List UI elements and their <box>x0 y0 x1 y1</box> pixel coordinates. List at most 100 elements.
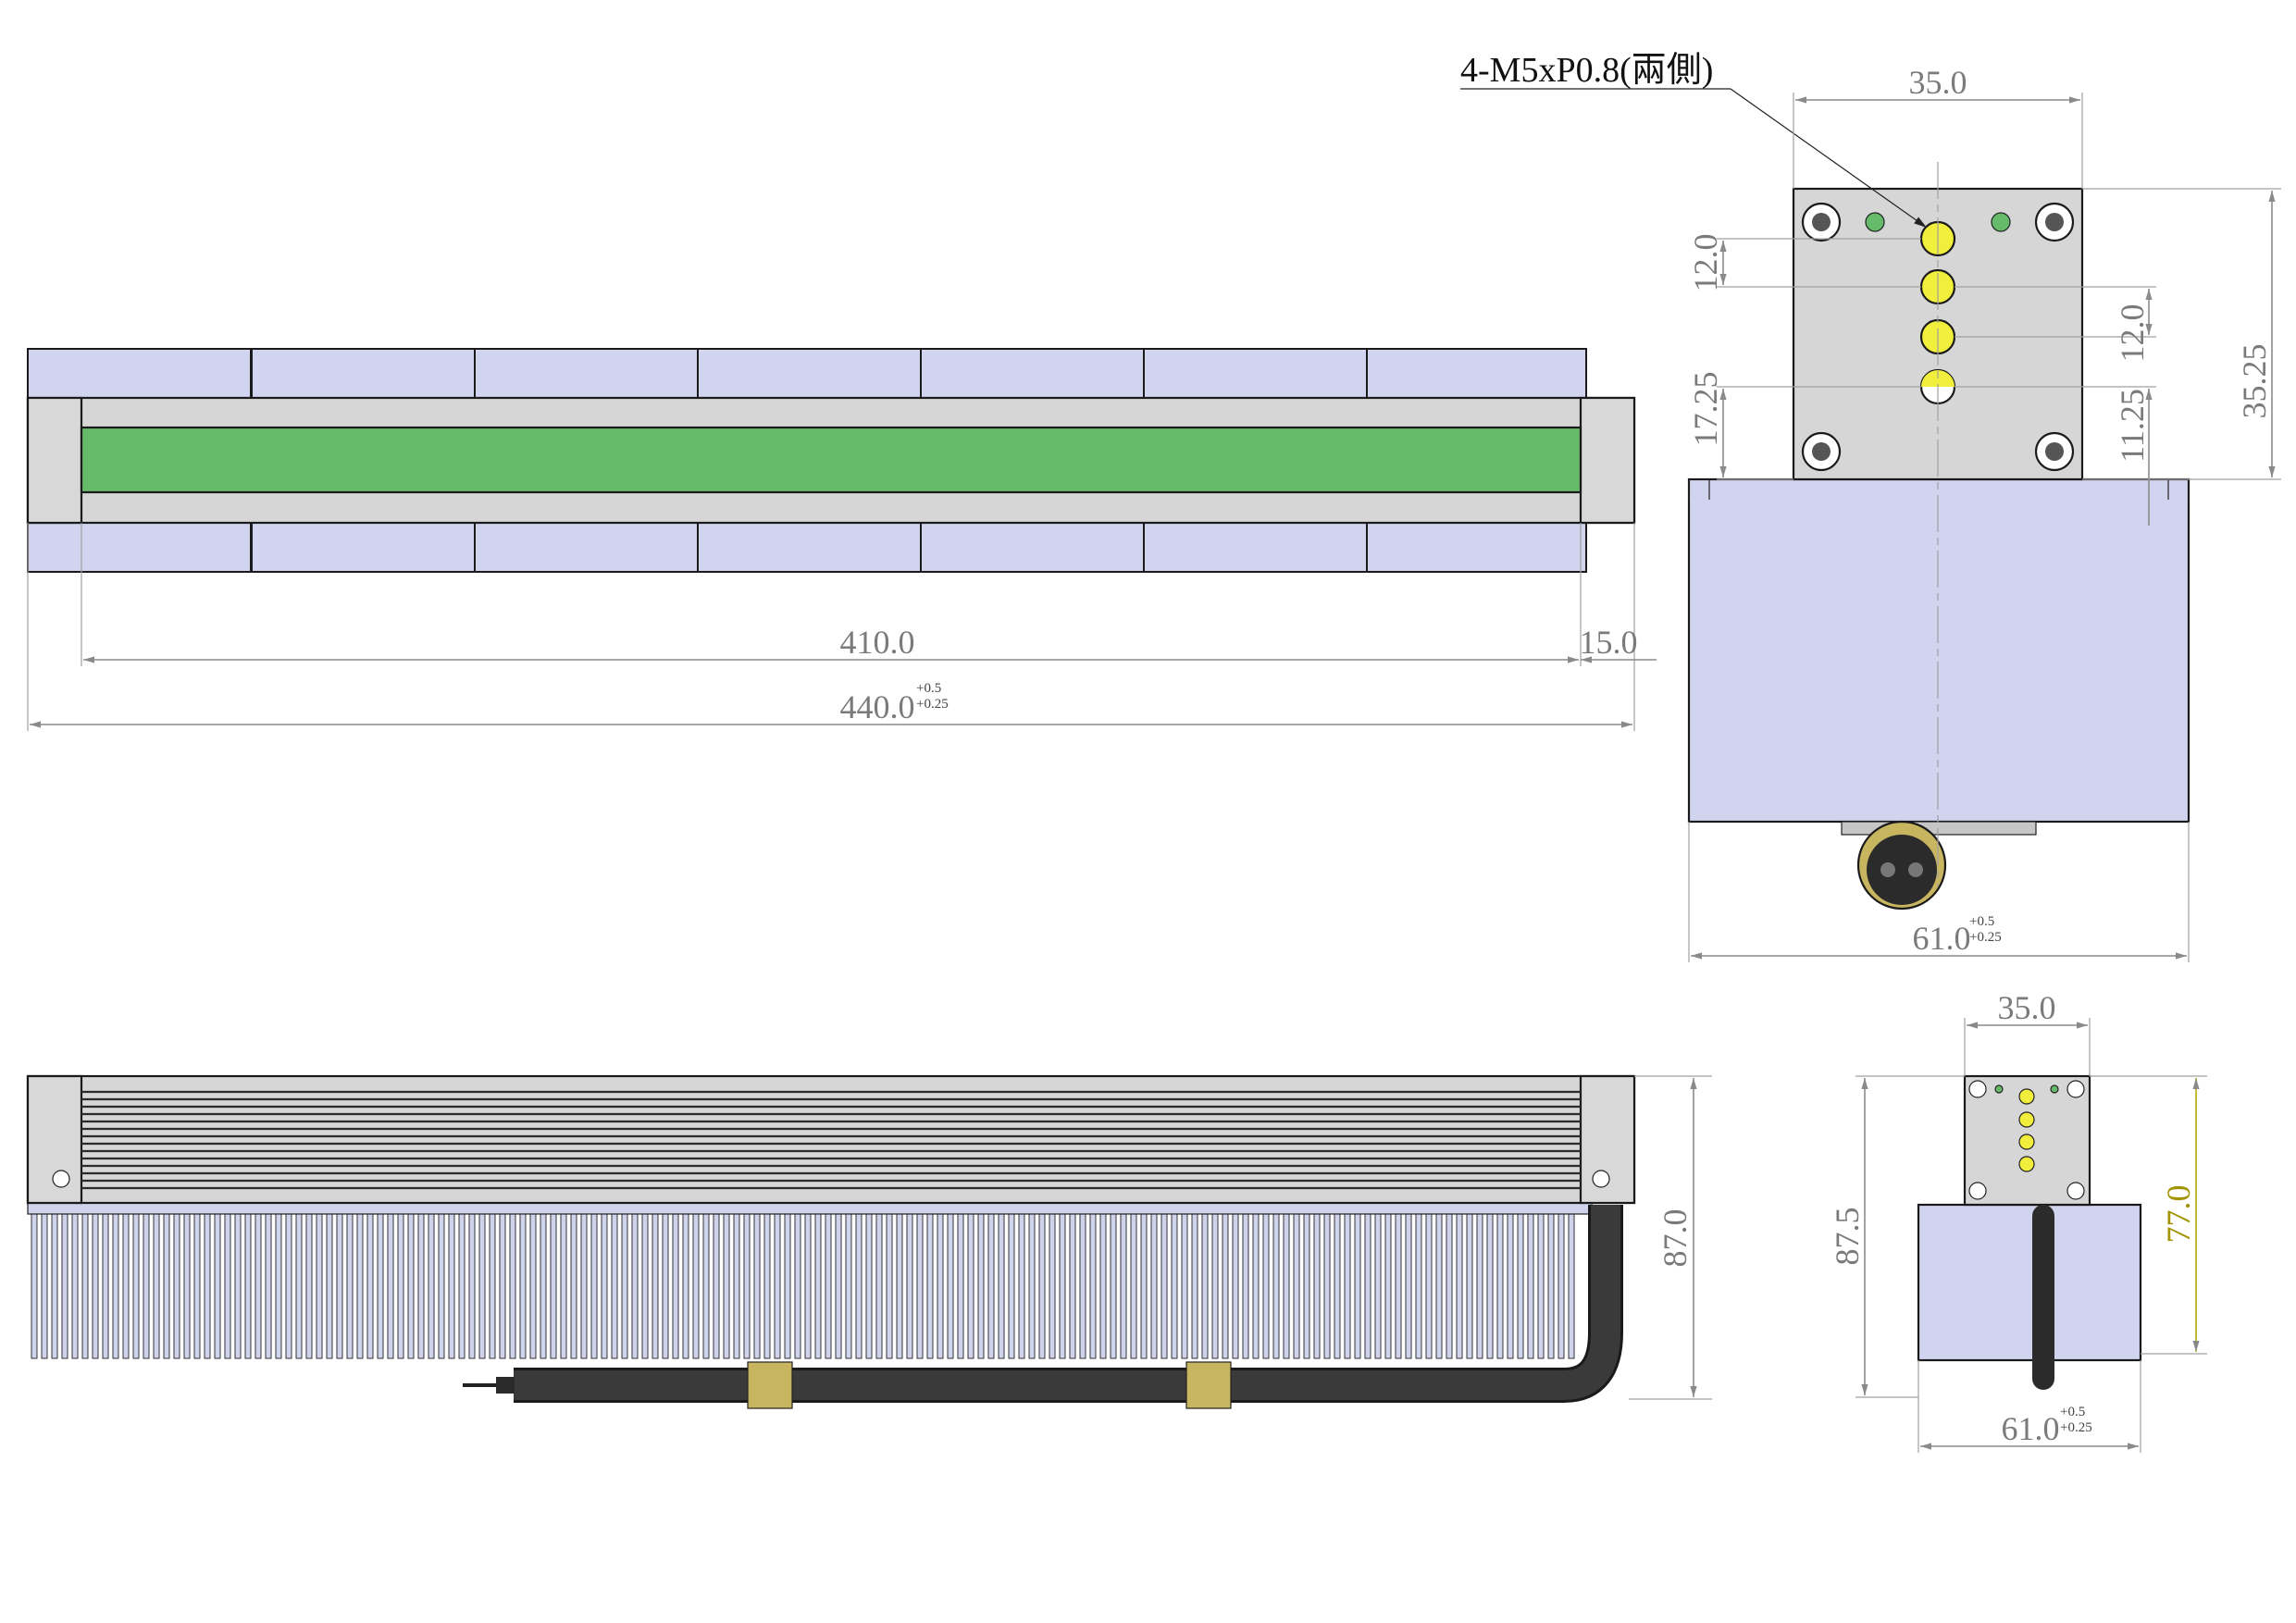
fin <box>1303 1213 1310 1359</box>
fin <box>1252 1213 1260 1359</box>
fin <box>804 1213 812 1359</box>
fin <box>560 1213 567 1359</box>
fin <box>1486 1213 1494 1359</box>
tol-minus-61: +0.25 <box>1969 930 2002 945</box>
fin <box>346 1213 354 1359</box>
fin <box>937 1213 944 1359</box>
fin <box>845 1213 852 1359</box>
fin <box>254 1213 262 1359</box>
fin <box>692 1213 700 1359</box>
fin <box>448 1213 455 1359</box>
fin <box>713 1213 720 1359</box>
fin <box>204 1213 211 1359</box>
heatsink-fins <box>31 1213 1575 1359</box>
fin <box>356 1213 364 1359</box>
fin <box>1079 1213 1086 1359</box>
tol-minus: +0.25 <box>916 697 949 712</box>
fin <box>1262 1213 1270 1359</box>
lamp-module <box>1143 348 1368 399</box>
fin <box>835 1213 842 1359</box>
fin <box>193 1213 201 1359</box>
fin <box>295 1213 303 1359</box>
led-window <box>80 426 1582 494</box>
fin <box>855 1213 863 1359</box>
fin <box>1374 1213 1382 1359</box>
fin <box>550 1213 557 1359</box>
fin <box>275 1213 282 1359</box>
fin <box>652 1213 659 1359</box>
screw-left <box>52 1170 70 1188</box>
right-end-cap <box>1579 396 1636 525</box>
fin <box>1354 1213 1361 1359</box>
lamp-module <box>697 522 922 573</box>
dim-17-25: 17.25 <box>1687 372 1724 447</box>
fin <box>1059 1213 1066 1359</box>
left-end-cap <box>26 396 83 525</box>
screw-right <box>1592 1170 1610 1188</box>
fin <box>468 1213 476 1359</box>
fin <box>1334 1213 1341 1359</box>
lamp-module <box>1143 522 1368 573</box>
top-view: 410.0 15.0 440.0 +0.5 +0.25 <box>26 348 1657 731</box>
dim-440: 440.0 <box>840 688 915 725</box>
fin <box>1405 1213 1412 1359</box>
dim-15: 15.0 <box>1580 624 1638 661</box>
fin <box>1395 1213 1402 1359</box>
fin <box>875 1213 883 1359</box>
fin <box>377 1213 384 1359</box>
cable-clip-2 <box>1185 1361 1232 1409</box>
fin <box>1120 1213 1127 1359</box>
fin <box>1222 1213 1229 1359</box>
fin <box>458 1213 465 1359</box>
cable-clip-1 <box>747 1361 793 1409</box>
lamp-modules-upper <box>27 348 1587 399</box>
small-housing <box>1917 1203 2142 1362</box>
fin <box>1018 1213 1025 1359</box>
lamp-module <box>474 522 699 573</box>
fin <box>1496 1213 1504 1359</box>
lamp-module <box>27 348 252 399</box>
dim-87: 87.0 <box>1657 1209 1694 1268</box>
fin <box>886 1213 893 1359</box>
fin <box>1283 1213 1290 1359</box>
fin <box>814 1213 822 1359</box>
fin <box>743 1213 751 1359</box>
fin <box>540 1213 547 1359</box>
small-cable <box>2032 1205 2054 1390</box>
fin <box>1537 1213 1545 1359</box>
housing-tabs <box>1688 479 2190 500</box>
fin <box>387 1213 394 1359</box>
fin <box>143 1213 150 1359</box>
lamp-module <box>251 348 476 399</box>
fin <box>967 1213 974 1359</box>
lamp-modules-lower <box>27 522 1587 573</box>
fin <box>326 1213 333 1359</box>
fin <box>397 1213 404 1359</box>
fin <box>112 1213 119 1359</box>
fin <box>753 1213 761 1359</box>
fin <box>478 1213 486 1359</box>
power-cable <box>463 1205 1623 1409</box>
dim-width: 35.0 <box>1909 64 1967 101</box>
fin <box>366 1213 374 1359</box>
body-grooves <box>81 1090 1581 1190</box>
fin <box>590 1213 598 1359</box>
fin <box>1272 1213 1280 1359</box>
dim-35-25: 35.25 <box>2236 344 2273 419</box>
fin <box>417 1213 425 1359</box>
fin <box>977 1213 985 1359</box>
lamp-module <box>920 348 1145 399</box>
fin <box>672 1213 679 1359</box>
fin <box>733 1213 740 1359</box>
fin <box>865 1213 873 1359</box>
fin <box>31 1213 38 1359</box>
fin <box>601 1213 608 1359</box>
indicator-leds <box>1865 212 2011 232</box>
body <box>26 1074 1636 1205</box>
fin <box>987 1213 995 1359</box>
fin <box>641 1213 649 1359</box>
small-holes <box>1968 1080 2085 1200</box>
fin <box>71 1213 79 1359</box>
fin <box>702 1213 710 1359</box>
